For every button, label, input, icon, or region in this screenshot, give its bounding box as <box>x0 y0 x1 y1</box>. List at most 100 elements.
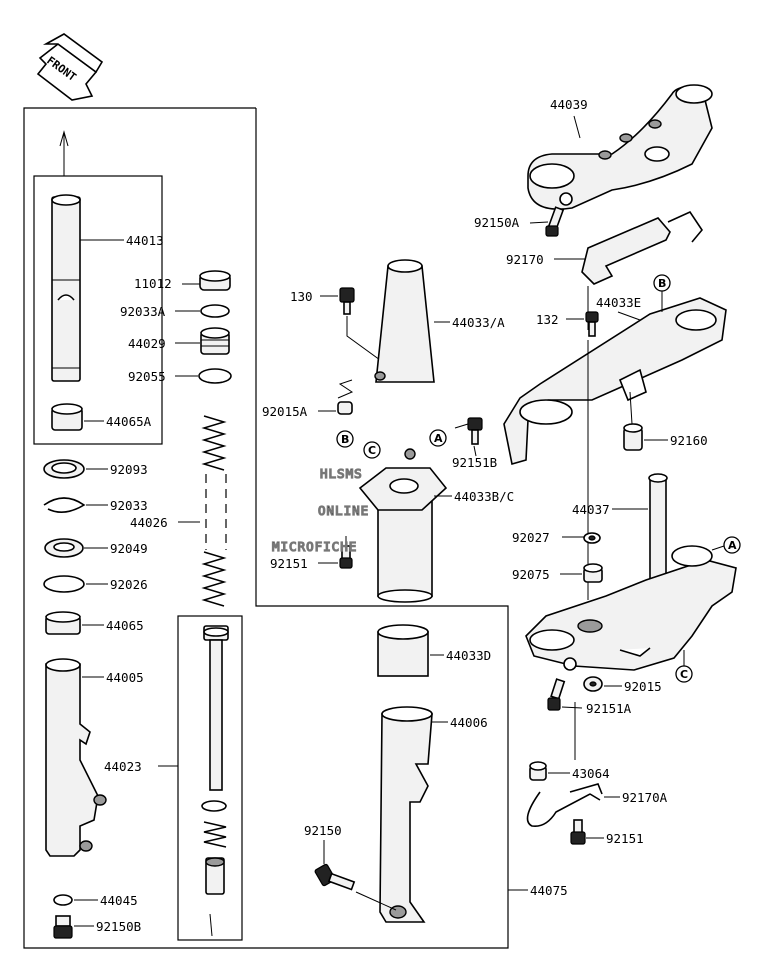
label-92170: 92170 <box>506 252 544 267</box>
label-92150a: 92150A <box>474 215 520 230</box>
bolt-132 <box>585 311 599 337</box>
oring-92033a <box>200 304 230 318</box>
label-92151a: 92151A <box>586 701 632 716</box>
label-44023: 44023 <box>104 759 142 774</box>
ref-c-right: C <box>675 665 693 683</box>
label-92015: 92015 <box>624 679 662 694</box>
label-92093: 92093 <box>110 462 148 477</box>
label-44065: 44065 <box>106 618 144 633</box>
label-92150: 92150 <box>304 823 342 838</box>
watermark: HLSMS ONLINE MICROFICHE <box>271 465 369 554</box>
label-43064: 43064 <box>572 766 610 781</box>
svg-text:B: B <box>341 433 349 446</box>
svg-text:B: B <box>658 277 666 290</box>
bolt-92150b <box>53 915 73 939</box>
label-92151b: 92151B <box>452 455 497 470</box>
ref-b-right: B <box>653 274 671 292</box>
bolt-92151b <box>467 417 483 445</box>
label-44065a: 44065A <box>106 414 152 429</box>
label-44013: 44013 <box>126 233 164 248</box>
label-92033: 92033 <box>110 498 148 513</box>
label-44033bc: 44033B/C <box>454 489 514 504</box>
fork-cover-upper <box>374 259 435 383</box>
svg-text:A: A <box>434 432 443 445</box>
label-92151-middle: 92151 <box>270 556 308 571</box>
watermark-line-1: HLSMS <box>320 466 363 481</box>
label-92026: 92026 <box>110 577 148 592</box>
fork-inner-frame-top <box>33 175 163 445</box>
damper-rod <box>201 625 229 895</box>
ref-c-middle: C <box>363 441 381 459</box>
fork-tube <box>51 194 81 382</box>
label-44029: 44029 <box>128 336 166 351</box>
adjuster-44029 <box>200 327 230 355</box>
bracket-92170 <box>581 210 703 285</box>
svg-text:C: C <box>680 668 688 681</box>
seal-92093 <box>43 459 85 479</box>
label-92027: 92027 <box>512 530 550 545</box>
cover-44033d <box>377 624 429 677</box>
ref-a-middle: A <box>429 429 447 447</box>
bracket-44033e <box>503 297 727 466</box>
top-bridge-44039 <box>527 84 713 210</box>
label-92033a: 92033A <box>120 304 166 319</box>
nut-92015 <box>583 676 603 692</box>
svg-text:A: A <box>728 539 737 552</box>
grommet-43064 <box>529 761 547 781</box>
washer-92026 <box>43 575 85 593</box>
label-92055: 92055 <box>128 369 166 384</box>
damper-92075 <box>583 563 603 583</box>
label-132: 132 <box>536 312 559 327</box>
label-44026: 44026 <box>130 515 168 530</box>
label-44033a: 44033/A <box>452 315 505 330</box>
bolt-92151-right <box>570 819 586 845</box>
steering-stem <box>525 473 737 671</box>
bolt-92150 <box>314 863 356 891</box>
label-92160: 92160 <box>670 433 708 448</box>
clamp-92170a <box>526 783 603 828</box>
label-92150b: 92150B <box>96 919 141 934</box>
label-92049: 92049 <box>110 541 148 556</box>
label-92075: 92075 <box>512 567 550 582</box>
fork-spring <box>201 415 227 607</box>
fork-inner-frame-bottom <box>177 615 243 941</box>
bushing-44065a <box>51 403 83 431</box>
label-44033e: 44033E <box>596 295 641 310</box>
bolt-130 <box>339 287 355 315</box>
left-assembly-frame <box>23 107 509 949</box>
watermark-line-3: MICROFICHE <box>272 539 357 554</box>
label-92170a: 92170A <box>622 790 668 805</box>
bushing-44065 <box>45 611 81 635</box>
cap-11012 <box>199 270 231 291</box>
label-11012: 11012 <box>134 276 172 291</box>
label-130: 130 <box>290 289 313 304</box>
label-44075: 44075 <box>530 883 568 898</box>
watermark-line-2: ONLINE <box>318 503 369 518</box>
label-44037: 44037 <box>572 502 610 517</box>
svg-text:C: C <box>368 444 376 457</box>
oring-92055 <box>198 368 232 384</box>
seal-92049 <box>44 538 84 558</box>
fork-leg-right <box>379 706 433 923</box>
ref-b-middle: B <box>336 430 354 448</box>
ref-a-right: A <box>723 536 741 554</box>
bolt-92151-middle <box>339 545 353 569</box>
bolt-92150a <box>545 192 573 237</box>
part-labels: 44039 92150A 92170 44013 11012 92033A 44… <box>96 97 708 934</box>
label-44033d: 44033D <box>446 648 491 663</box>
fork-leg-left <box>45 658 107 857</box>
washer-44045 <box>53 894 73 906</box>
front-arrow-badge: FRONT <box>36 33 104 101</box>
collar-92027 <box>583 532 601 544</box>
damper-92160 <box>623 423 643 451</box>
label-44006: 44006 <box>450 715 488 730</box>
label-44005: 44005 <box>106 670 144 685</box>
label-92151-right: 92151 <box>606 831 644 846</box>
grommet-92015a <box>337 401 353 415</box>
clip-92033 <box>43 497 86 513</box>
label-92015a: 92015A <box>262 404 308 419</box>
label-44039: 44039 <box>550 97 588 112</box>
label-44045: 44045 <box>100 893 138 908</box>
fork-cover-lower <box>358 448 448 603</box>
